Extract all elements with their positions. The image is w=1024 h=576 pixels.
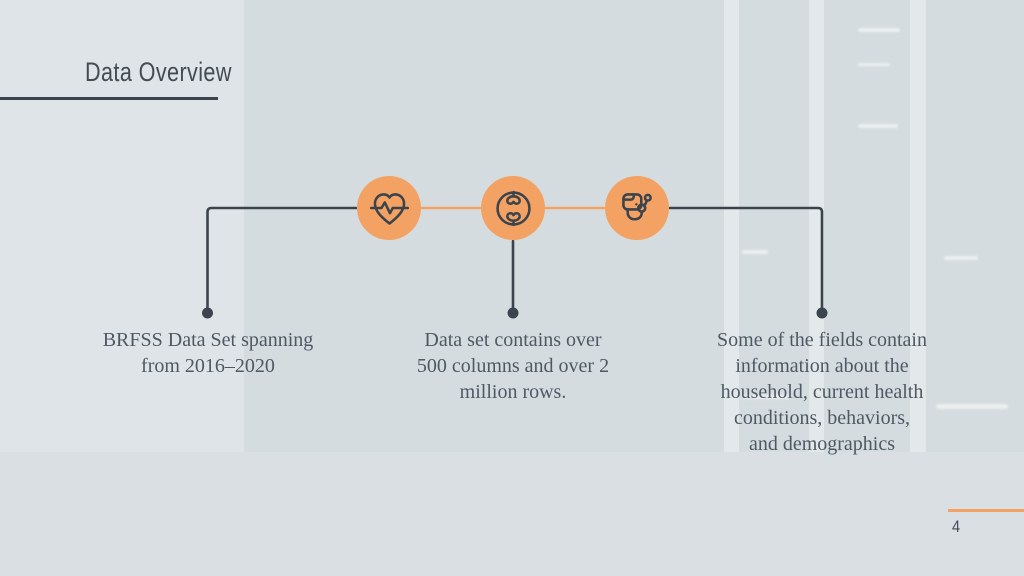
caption-line: and demographics: [748, 433, 896, 455]
page-accent-line: [948, 509, 1024, 512]
background-highlight: [858, 28, 900, 32]
step-caption-1: BRFSS Data Set spanning from 2016–2020: [73, 327, 343, 379]
background-highlight: [858, 63, 890, 66]
background-stripe: [910, 0, 926, 452]
caption-line: 500 columns and over 2: [416, 355, 610, 377]
step-circle-3: [605, 176, 669, 240]
background-highlight: [742, 250, 768, 254]
caption-line: conditions, behaviors,: [733, 407, 911, 429]
background-floor: [0, 452, 1024, 576]
blood-pressure-icon: [621, 192, 652, 221]
page-number: 4: [951, 517, 961, 536]
caption-line: from 2016–2020: [141, 355, 275, 377]
background-highlight: [858, 124, 898, 128]
title-underline: [0, 97, 218, 100]
background-highlight: [936, 404, 1008, 409]
page-title: Data Overview: [85, 57, 232, 87]
background-highlight: [944, 256, 978, 260]
background-column: [926, 0, 1024, 452]
step-caption-2: Data set contains over 500 columns and o…: [378, 327, 648, 405]
caption-line: household, current health: [720, 381, 924, 403]
joint-icon: [495, 190, 531, 226]
background-column: [824, 0, 910, 452]
heartbeat-icon: [369, 192, 409, 225]
connector-dot-1: [202, 307, 213, 319]
step-caption-3: Some of the fields contain information a…: [687, 327, 957, 457]
caption-line: information about the: [735, 355, 909, 377]
step-circle-1: [357, 176, 421, 240]
caption-line: million rows.: [459, 381, 567, 403]
background-highlight: [742, 395, 790, 399]
caption-line: Data set contains over: [424, 329, 602, 351]
step-circle-2: [481, 176, 545, 240]
caption-line: BRFSS Data Set spanning: [102, 329, 314, 351]
caption-line: Some of the fields contain: [717, 329, 927, 351]
